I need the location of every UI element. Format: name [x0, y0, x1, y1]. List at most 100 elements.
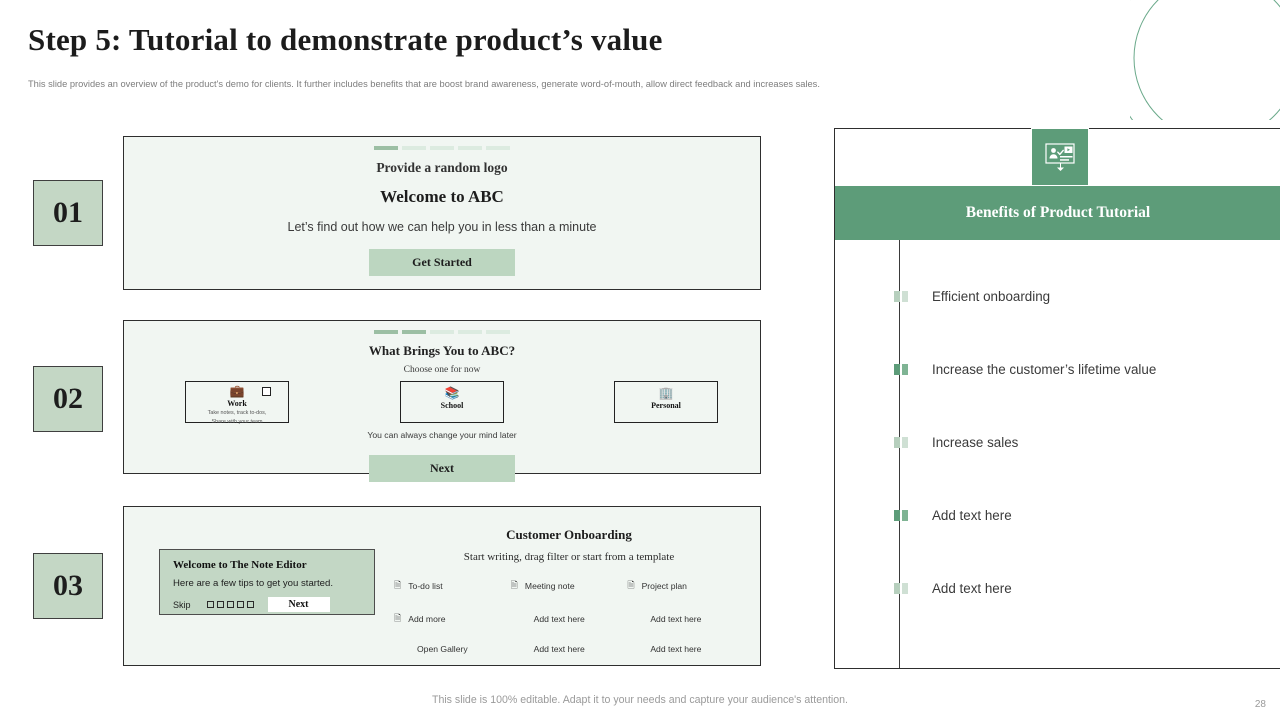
step-number-01: 01	[33, 180, 103, 246]
template-label: Project plan	[641, 581, 687, 591]
template-item[interactable]: 🗎 Add more	[394, 611, 511, 627]
decorative-circles	[1130, 0, 1280, 120]
presentation-tutorial-icon	[1031, 128, 1089, 186]
list-item[interactable]: Increase the customer’s lifetime value	[835, 333, 1280, 406]
template-label: Add text here	[650, 614, 702, 624]
progress-indicator-02	[124, 321, 760, 334]
step-dot[interactable]	[216, 601, 224, 608]
template-label: Add text here	[533, 644, 585, 654]
option-school[interactable]: 📚 School	[400, 380, 504, 423]
benefits-panel: Benefits of Product Tutorial Efficient o…	[834, 128, 1280, 669]
step-dot[interactable]	[206, 601, 214, 608]
template-item[interactable]: Add text here	[627, 611, 744, 627]
question-footnote: You can always change your mind later	[367, 429, 517, 440]
welcome-subheading: Let’s find out how we can help you in le…	[287, 219, 597, 234]
skip-button[interactable]: Skip	[173, 599, 191, 610]
note-editor-subtitle: Here are a few tips to get you started.	[173, 578, 333, 589]
bullet-marker-icon	[894, 583, 908, 594]
customer-onboarding-panel: Customer Onboarding Start writing, drag …	[394, 527, 744, 654]
document-icon: 🗎	[510, 580, 518, 590]
bullet-marker-icon	[894, 437, 908, 448]
progress-segment	[374, 330, 398, 334]
option-work[interactable]: 💼 Work Take notes, track to-dos, Share w…	[185, 380, 289, 425]
progress-indicator-01	[124, 137, 760, 150]
question-title: What Brings You to ABC?	[368, 342, 516, 358]
benefits-heading: Benefits of Product Tutorial	[965, 204, 1151, 221]
option-work-label: Work	[227, 398, 247, 408]
option-personal[interactable]: 🏢 Personal	[614, 380, 718, 423]
circles-icon	[1130, 0, 1280, 120]
logo-placeholder-label: Provide a random logo	[376, 159, 508, 175]
list-item[interactable]: Increase sales	[835, 406, 1280, 479]
progress-segment	[486, 146, 510, 150]
note-editor-title: Welcome to The Note Editor	[173, 559, 307, 571]
template-label: Meeting note	[524, 581, 575, 591]
next-button-step3[interactable]: Next	[267, 597, 330, 612]
template-label: To-do list	[408, 581, 443, 591]
list-item[interactable]: Efficient onboarding	[835, 260, 1280, 333]
option-work-desc-1: Take notes, track to-dos,	[207, 409, 267, 416]
progress-segment	[374, 146, 398, 150]
template-item[interactable]: Add text here	[511, 611, 628, 627]
onboarding-subtitle: Start writing, drag filter or start from…	[463, 551, 675, 563]
benefit-label: Add text here	[932, 581, 1012, 596]
document-icon: 🗎	[394, 613, 402, 623]
step-dot[interactable]	[246, 601, 254, 608]
progress-segment	[486, 330, 510, 334]
document-icon: 🗎	[627, 580, 635, 590]
step-dot[interactable]	[226, 601, 234, 608]
template-item[interactable]: Add text here	[627, 644, 744, 654]
books-icon: 📚	[444, 385, 460, 400]
progress-segment	[458, 146, 482, 150]
option-work-checkbox[interactable]	[262, 386, 271, 396]
document-icon: 🗎	[394, 580, 402, 590]
next-button-step2[interactable]: Next	[369, 454, 515, 482]
option-school-label: School	[440, 400, 464, 410]
onboarding-template-grid: 🗎To-do list 🗎Meeting note 🗎Project plan …	[394, 578, 744, 654]
progress-segment	[430, 146, 454, 150]
benefits-list: Efficient onboarding Increase the custom…	[835, 260, 1280, 625]
template-item[interactable]: 🗎 Meeting note	[511, 578, 628, 594]
list-item[interactable]: Add text here	[835, 552, 1280, 625]
bullet-marker-icon	[894, 364, 908, 375]
note-editor-actions: Skip Next	[173, 597, 361, 612]
welcome-heading: Welcome to ABC	[380, 186, 504, 206]
template-item[interactable]: Add text here	[511, 644, 628, 654]
benefit-label: Efficient onboarding	[932, 289, 1051, 304]
building-icon: 🏢	[658, 385, 674, 400]
presentation-tutorial-glyph	[1045, 143, 1075, 171]
template-item[interactable]: 🗎 Project plan	[627, 578, 744, 594]
benefit-label: Increase the customer’s lifetime value	[932, 362, 1157, 377]
page-title: Step 5: Tutorial to demonstrate product’…	[28, 22, 663, 57]
option-work-desc-2: Share with your team	[211, 418, 263, 425]
template-label: Add text here	[650, 644, 702, 654]
note-step-dots	[206, 601, 254, 608]
template-item[interactable]: Open Gallery	[394, 644, 511, 654]
step-number-02: 02	[33, 366, 103, 432]
benefit-label: Add text here	[932, 508, 1012, 523]
briefcase-icon: 💼	[229, 383, 245, 398]
bullet-marker-icon	[894, 510, 908, 521]
template-label: Open Gallery	[417, 644, 468, 654]
template-label: Add text here	[533, 614, 585, 624]
bullet-marker-icon	[894, 291, 908, 302]
step-card-02: What Brings You to ABC? Choose one for n…	[123, 320, 761, 482]
option-personal-label: Personal	[651, 400, 681, 410]
step-card-01: Provide a random logo Welcome to ABC Let…	[123, 136, 761, 290]
note-editor-tooltip: Welcome to The Note Editor Here are a fe…	[159, 549, 375, 615]
question-hint: Choose one for now	[403, 364, 481, 375]
progress-segment	[402, 146, 426, 150]
benefit-label: Increase sales	[932, 435, 1019, 450]
list-item[interactable]: Add text here	[835, 479, 1280, 552]
option-row: 💼 Work Take notes, track to-dos, Share w…	[124, 380, 760, 425]
onboarding-title: Customer Onboarding	[506, 527, 632, 542]
benefits-timeline-line	[899, 240, 901, 668]
template-label: Add more	[408, 614, 446, 624]
progress-segment	[430, 330, 454, 334]
step-card-03: Welcome to The Note Editor Here are a fe…	[123, 506, 761, 666]
step-dot[interactable]	[236, 601, 244, 608]
template-item[interactable]: 🗎 To-do list	[394, 578, 511, 594]
get-started-button[interactable]: Get Started	[369, 248, 515, 276]
step-number-03: 03	[33, 553, 103, 619]
